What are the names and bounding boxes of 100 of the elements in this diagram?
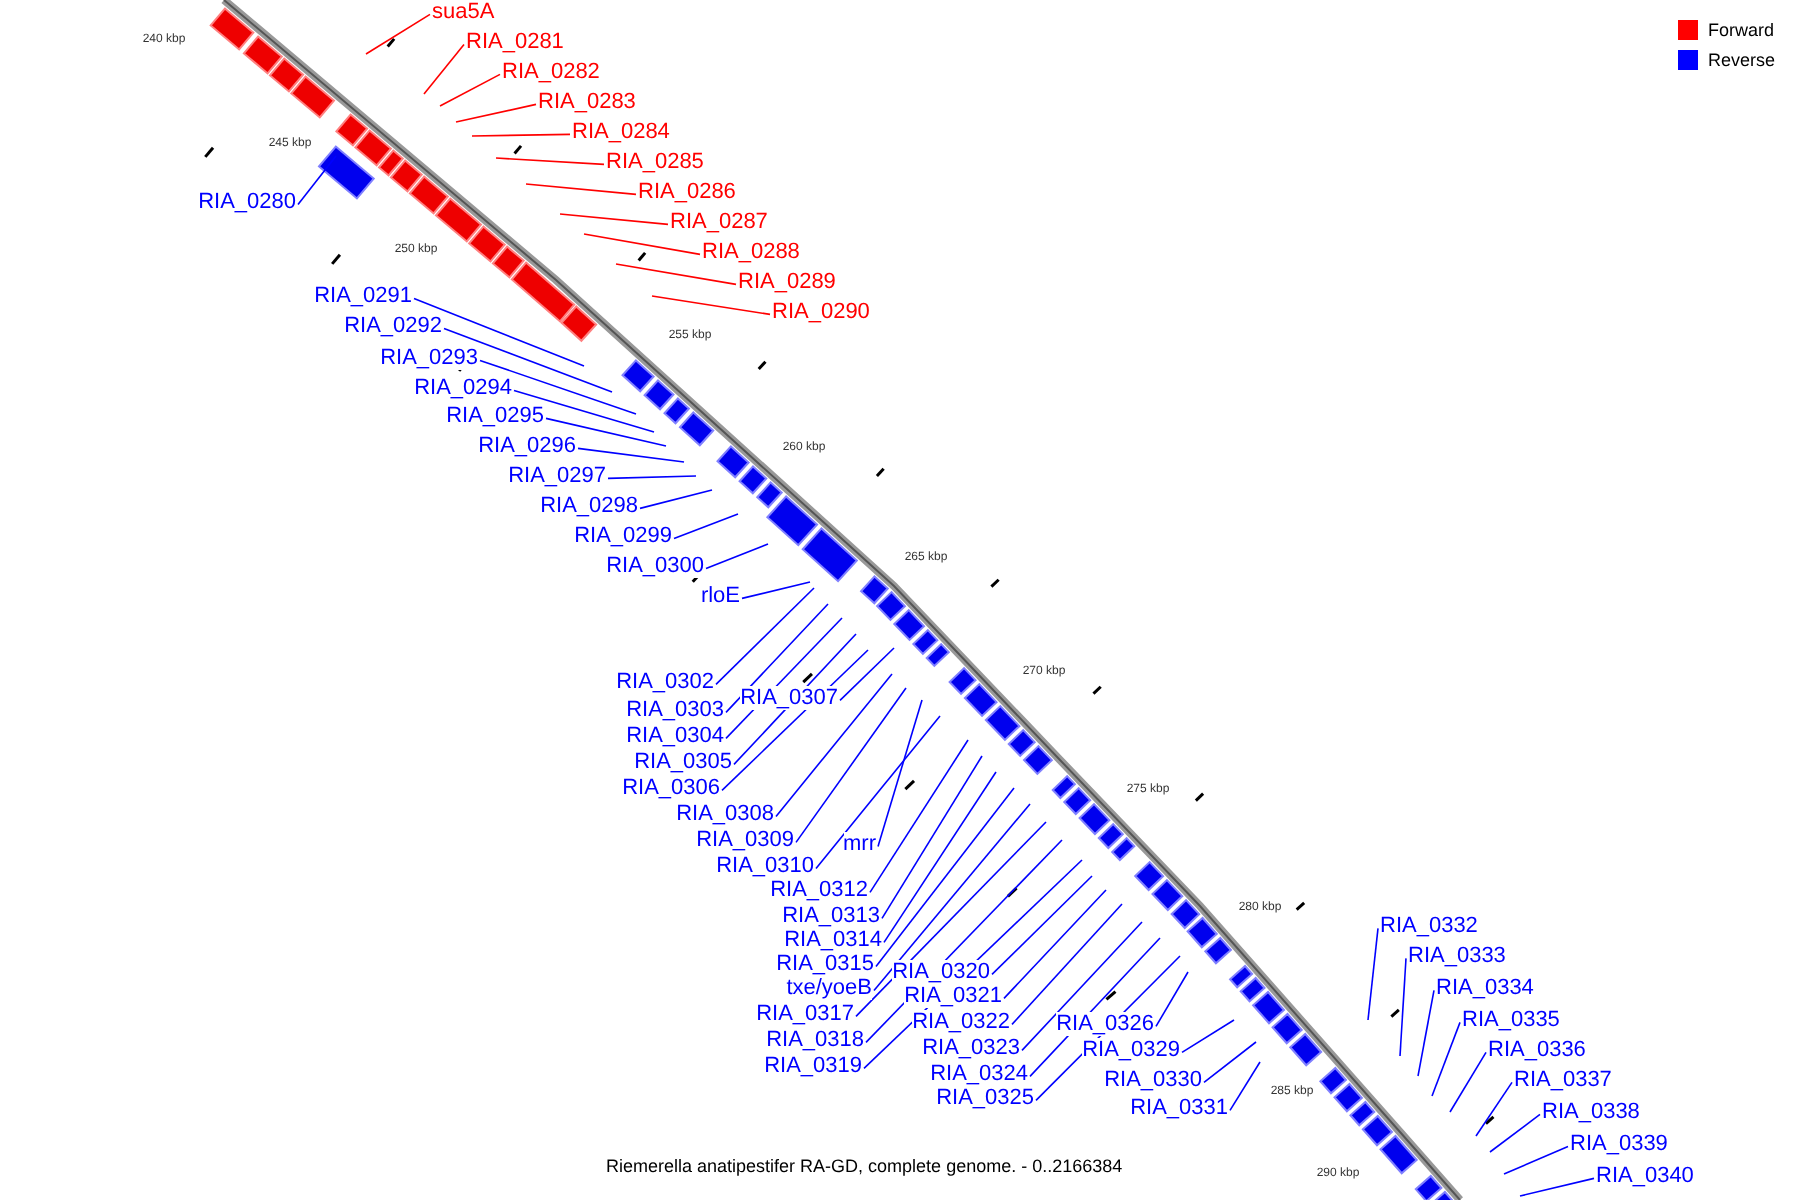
- leader-line: [577, 447, 685, 463]
- leader-line: [443, 327, 613, 393]
- gene-label: RIA_0308: [676, 802, 774, 826]
- gene-label: RIA_0318: [766, 1028, 864, 1052]
- leader-line: [855, 821, 1047, 1018]
- leader-line: [583, 233, 701, 256]
- gene-label: RIA_0291: [314, 284, 412, 308]
- leader-line: [1489, 1113, 1541, 1153]
- gene-label: RIA_0282: [502, 60, 600, 84]
- gene-label: RIA_0315: [776, 952, 874, 976]
- gene-label: RIA_0307: [740, 686, 838, 710]
- leader-line: [1003, 889, 1107, 1000]
- gene-label: RIA_0285: [606, 150, 704, 174]
- leader-line: [455, 103, 537, 123]
- gene-label: RIA_0326: [1056, 1012, 1154, 1036]
- leader-line: [883, 771, 997, 944]
- gene-label: RIA_0339: [1570, 1132, 1668, 1156]
- gene-label: RIA_0287: [670, 210, 768, 234]
- gene-label: RIA_0312: [770, 878, 868, 902]
- leader-line: [795, 687, 907, 844]
- gene-label: rloE: [700, 584, 740, 608]
- gene-label: mrr: [843, 832, 876, 856]
- gene-label: RIA_0299: [574, 524, 672, 548]
- leader-line: [877, 699, 923, 848]
- gene-label: RIA_0290: [772, 300, 870, 324]
- leader-line: [559, 213, 669, 226]
- leader-line: [639, 489, 713, 510]
- leader-line: [1181, 1019, 1235, 1054]
- gene-label: RIA_0337: [1514, 1068, 1612, 1092]
- gene-label: RIA_0310: [716, 854, 814, 878]
- leader-line: [881, 755, 983, 920]
- leader-line: [673, 513, 739, 540]
- gene-label: RIA_0333: [1408, 944, 1506, 968]
- leader-line: [545, 417, 667, 447]
- leader-line: [1417, 989, 1435, 1077]
- leader-line: [513, 389, 655, 433]
- gene-label: RIA_0298: [540, 494, 638, 518]
- gene-label: RIA_0306: [622, 776, 720, 800]
- leader-line: [365, 13, 431, 55]
- gene-label: RIA_0332: [1380, 914, 1478, 938]
- leader-line: [413, 297, 585, 367]
- leader-line: [297, 155, 337, 206]
- gene-label: RIA_0322: [912, 1010, 1010, 1034]
- leader-line: [479, 359, 637, 415]
- gene-label: RIA_0309: [696, 828, 794, 852]
- gene-label: RIA_0281: [466, 30, 564, 54]
- gene-label: RIA_0319: [764, 1054, 862, 1078]
- leader-line: [991, 875, 1093, 976]
- gene-label: txe/yoeB: [786, 976, 872, 1000]
- gene-label: RIA_0320: [892, 960, 990, 984]
- leader-line: [1155, 971, 1189, 1028]
- leader-line: [1431, 1021, 1461, 1097]
- gene-label: RIA_0325: [936, 1086, 1034, 1110]
- leader-line: [741, 581, 811, 600]
- leader-line: [873, 803, 1031, 992]
- leader-line: [815, 715, 941, 870]
- leader-line: [839, 647, 895, 702]
- gene-label: RIA_0305: [634, 750, 732, 774]
- gene-label: RIA_0302: [616, 670, 714, 694]
- leader-line: [423, 43, 465, 95]
- leader-line: [1367, 927, 1379, 1021]
- gene-label: RIA_0324: [930, 1062, 1028, 1086]
- leader-line: [1203, 1041, 1257, 1084]
- leader-line: [715, 587, 815, 686]
- gene-label: RIA_0292: [344, 314, 442, 338]
- gene-label: RIA_0313: [782, 904, 880, 928]
- gene-label: RIA_0336: [1488, 1038, 1586, 1062]
- gene-label: RIA_0334: [1436, 976, 1534, 1000]
- gene-label: RIA_0329: [1082, 1038, 1180, 1062]
- leader-line: [1021, 921, 1143, 1052]
- gene-label: RIA_0297: [508, 464, 606, 488]
- leader-line: [615, 263, 737, 286]
- gene-label: RIA_0330: [1104, 1068, 1202, 1092]
- gene-label: RIA_0294: [414, 376, 512, 400]
- leader-line: [869, 739, 969, 894]
- leader-line: [525, 183, 637, 196]
- gene-label: RIA_0284: [572, 120, 670, 144]
- gene-label: RIA_0321: [904, 984, 1002, 1008]
- gene-label: RIA_0289: [738, 270, 836, 294]
- gene-label: RIA_0304: [626, 724, 724, 748]
- leader-line: [651, 295, 771, 316]
- legend-label: Reverse: [1708, 48, 1776, 72]
- gene-label: RIA_0314: [784, 928, 882, 952]
- leader-line: [1011, 903, 1123, 1026]
- gene-label: RIA_0295: [446, 404, 544, 428]
- gene-label: RIA_0303: [626, 698, 724, 722]
- gene-label: RIA_0317: [756, 1002, 854, 1026]
- leader-line: [1475, 1081, 1513, 1137]
- leader-line: [439, 73, 501, 107]
- leader-line: [875, 787, 1015, 968]
- gene-label: RIA_0288: [702, 240, 800, 264]
- gene-label: RIA_0323: [922, 1036, 1020, 1060]
- leader-line: [495, 157, 605, 166]
- leader-line: [725, 603, 829, 714]
- gene-label: RIA_0293: [380, 346, 478, 370]
- leader-line: [705, 543, 769, 570]
- leader-line: [1399, 957, 1407, 1057]
- caption: Riemerella anatipestifer RA-GD, complete genome. - 0..2166384: [606, 1154, 1123, 1178]
- legend-label: Forward: [1708, 18, 1775, 42]
- leader-line: [775, 673, 893, 818]
